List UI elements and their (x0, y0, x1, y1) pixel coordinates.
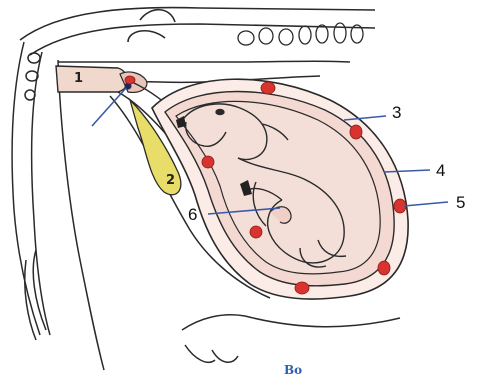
label-1: 1 (74, 71, 83, 86)
label-6: 6 (188, 205, 197, 224)
label-4: 4 (436, 161, 445, 180)
cotyledon (350, 125, 362, 139)
cotyledon (295, 282, 309, 294)
label-5: 5 (456, 193, 465, 212)
cotyledon (261, 82, 275, 94)
artist-signature: Bo (284, 363, 302, 377)
cotyledon (202, 156, 214, 168)
cotyledon (250, 226, 262, 238)
label-3: 3 (392, 103, 401, 122)
vertebral-column (20, 8, 375, 55)
tail (12, 42, 50, 340)
arrow-5 (404, 202, 448, 206)
label-2: 2 (166, 173, 175, 188)
arrow-ovary (92, 88, 126, 126)
cotyledon (125, 76, 135, 84)
cotyledon (378, 261, 390, 275)
